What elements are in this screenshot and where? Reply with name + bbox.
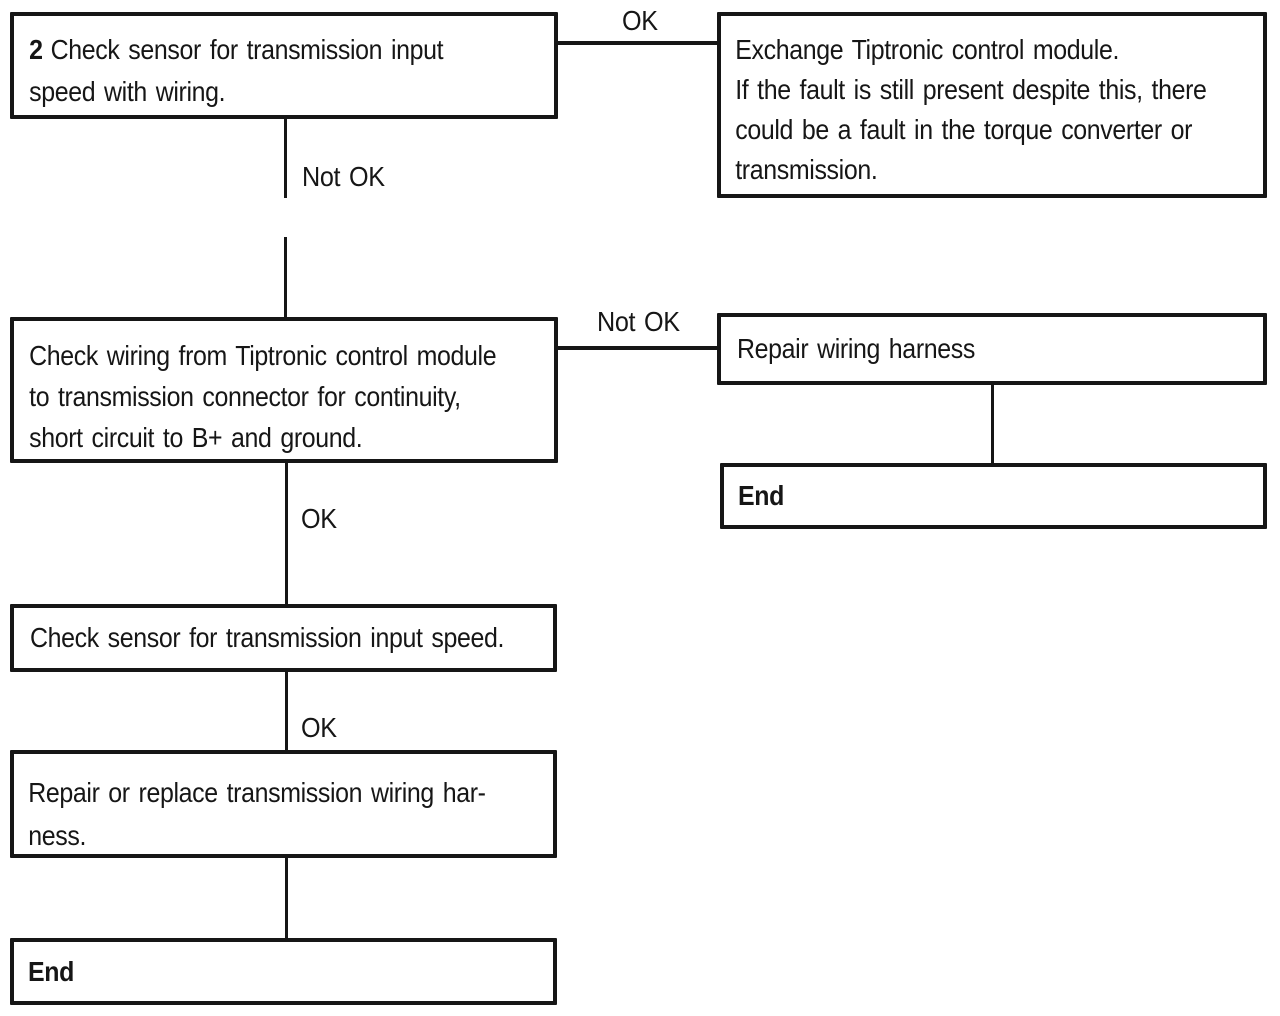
node-end-right: End xyxy=(720,463,1267,529)
node-exchange-control-module: Exchange Tiptronic control module. If th… xyxy=(717,12,1267,198)
connector-repair-to-end-line xyxy=(991,385,994,465)
node-repair-wiring-harness: Repair wiring harness xyxy=(717,313,1267,385)
step-number: 2 xyxy=(29,34,43,65)
edge-label-ok-mid: OK xyxy=(301,503,337,534)
node-check-wiring-continuity: Check wiring from Tiptronic control modu… xyxy=(10,317,558,463)
end-label: End xyxy=(28,955,75,987)
connector-notok-left-line-upper xyxy=(284,119,287,198)
connector-ok-top-line xyxy=(558,41,719,45)
node-end-bottom: End xyxy=(10,938,557,1005)
node-text-line: transmission. xyxy=(735,154,878,185)
node-text-line: Check sensor for transmission input spee… xyxy=(30,622,505,653)
node-text-line: speed with wiring. xyxy=(29,76,226,107)
node-text-line: Repair wiring harness xyxy=(737,333,975,364)
connector-ok-lower-line xyxy=(285,672,288,750)
edge-label-ok-top: OK xyxy=(622,5,658,36)
connector-ok-mid-line xyxy=(285,463,288,604)
end-label: End xyxy=(738,480,785,511)
node-text-line: Exchange Tiptronic control module. xyxy=(735,34,1120,65)
node-text-line: Repair or replace transmission wiring ha… xyxy=(28,777,486,808)
node-text-line: ness. xyxy=(28,820,87,851)
node-text-line: Check wiring from Tiptronic control modu… xyxy=(29,340,497,371)
edge-label-not-ok-left: Not OK xyxy=(302,161,385,192)
node-text-line: short circuit to B+ and ground. xyxy=(29,422,363,453)
node-text: Check sensor for transmission input xyxy=(50,34,444,65)
node-text-line: could be a fault in the torque converter… xyxy=(735,114,1193,145)
node-repair-replace-harness: Repair or replace transmission wiring ha… xyxy=(10,750,557,858)
connector-notok-left-line-lower xyxy=(284,237,287,317)
connector-notok-right-line xyxy=(556,346,717,350)
node-text-line: If the fault is still present despite th… xyxy=(735,74,1207,105)
edge-label-ok-lower: OK xyxy=(301,712,337,743)
node-check-sensor: Check sensor for transmission input spee… xyxy=(10,604,557,672)
node-text-line: to transmission connector for continuity… xyxy=(29,381,461,412)
connector-to-end-line xyxy=(285,858,288,938)
edge-label-not-ok-right: Not OK xyxy=(597,306,680,337)
